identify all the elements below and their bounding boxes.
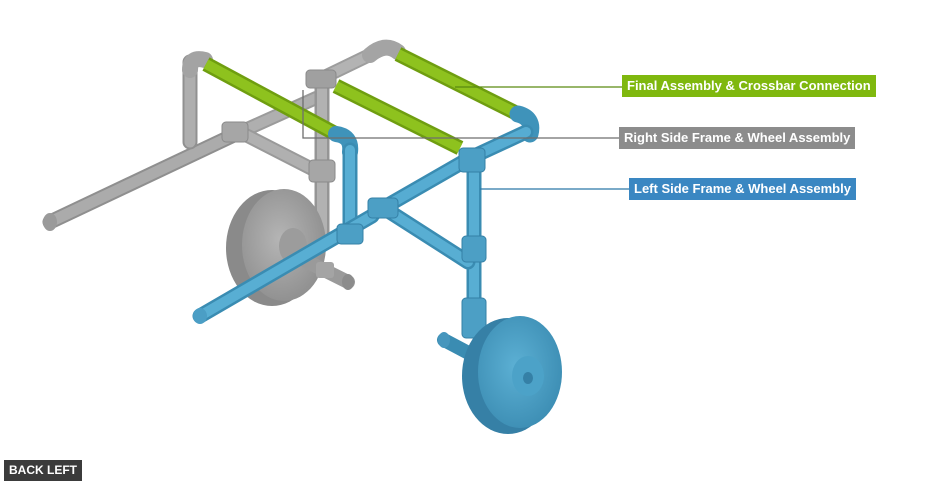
callout-right-side-frame: Right Side Frame & Wheel Assembly xyxy=(619,127,856,149)
leader-lines xyxy=(302,86,629,190)
left-wheel xyxy=(462,316,562,434)
callout-left-side-frame: Left Side Frame & Wheel Assembly xyxy=(629,178,856,200)
right-side-frame xyxy=(42,39,406,243)
leader-right xyxy=(302,90,619,139)
left-fittings xyxy=(336,147,487,339)
view-orientation-button[interactable]: BACK LEFT xyxy=(4,460,82,481)
callout-final-assembly: Final Assembly & Crossbar Connection xyxy=(622,75,876,97)
